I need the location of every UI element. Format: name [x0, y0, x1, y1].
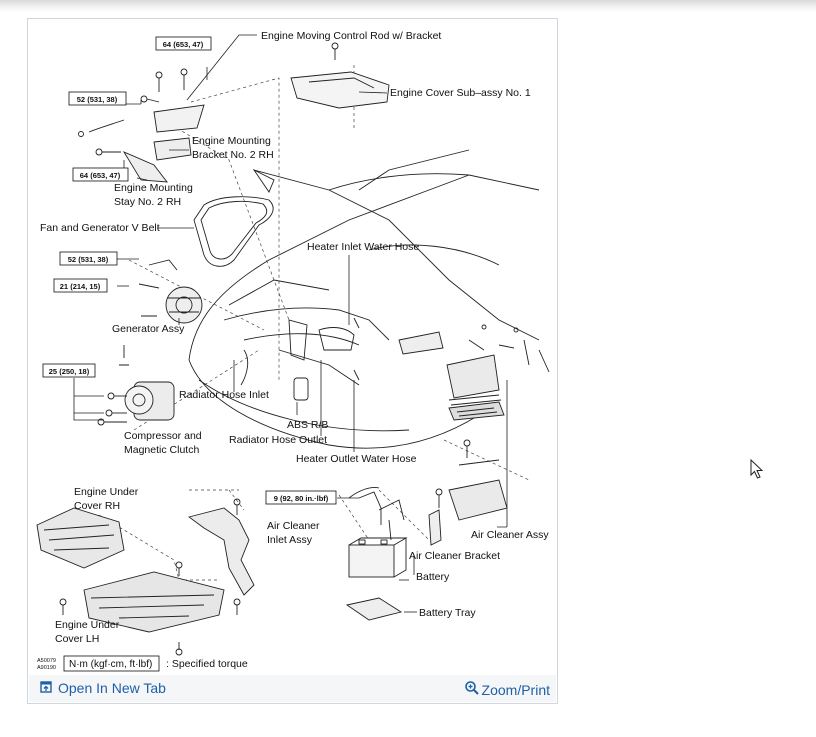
- torque-spec-25: 25 (250, 18): [49, 367, 90, 376]
- label-under-cover-lh-line1: Engine Under: [55, 619, 120, 631]
- label-under-cover-rh-line1: Engine Under: [74, 486, 139, 498]
- label-engine-moving-control-rod: Engine Moving Control Rod w/ Bracket: [261, 30, 441, 42]
- label-abs-rb: ABS R/B: [287, 419, 328, 431]
- label-air-cleaner-bracket: Air Cleaner Bracket: [409, 550, 500, 562]
- label-air-cleaner-inlet-line2: Inlet Assy: [267, 534, 313, 546]
- torque-spec-52-top: 52 (531, 38): [77, 95, 118, 104]
- label-heater-inlet-hose: Heater Inlet Water Hose: [307, 241, 419, 253]
- torque-spec-21: 21 (214, 15): [60, 282, 101, 291]
- open-in-new-tab-icon: [40, 680, 52, 696]
- label-compressor-line2: Magnetic Clutch: [124, 444, 199, 456]
- zoom-print-label: Zoom/Print: [481, 681, 550, 698]
- legend-description: : Specified torque: [166, 658, 248, 670]
- label-air-cleaner-inlet-line1: Air Cleaner: [267, 520, 320, 532]
- label-engine-cover: Engine Cover Sub–assy No. 1: [390, 87, 531, 99]
- label-compressor-line1: Compressor and: [124, 430, 202, 442]
- label-fan-belt: Fan and Generator V Belt: [40, 222, 160, 234]
- label-radiator-hose-inlet: Radiator Hose Inlet: [179, 389, 269, 401]
- figure-code-2: A90190: [37, 665, 56, 671]
- open-in-new-tab-label: Open In New Tab: [58, 680, 166, 696]
- label-generator-assy: Generator Assy: [112, 323, 185, 335]
- torque-spec-9: 9 (92, 80 in.·lbf): [274, 494, 329, 503]
- label-mounting-stay-line2: Stay No. 2 RH: [114, 196, 181, 208]
- top-toolbar-shadow: [0, 0, 816, 12]
- mouse-pointer-icon: [750, 458, 764, 486]
- open-in-new-tab-link[interactable]: Open In New Tab: [40, 680, 166, 696]
- label-battery-tray: Battery Tray: [419, 607, 476, 619]
- torque-spec-64-mid: 64 (653, 47): [80, 171, 121, 180]
- zoom-in-icon: [464, 680, 480, 699]
- torque-spec-64-top: 64 (653, 47): [163, 40, 204, 49]
- label-radiator-hose-outlet: Radiator Hose Outlet: [229, 434, 327, 446]
- figure-code-1: A50079: [37, 658, 56, 664]
- label-mounting-stay-line1: Engine Mounting: [114, 182, 193, 194]
- legend-unit: N·m (kgf·cm, ft·lbf): [69, 659, 152, 670]
- torque-spec-52-generator: 52 (531, 38): [68, 255, 109, 264]
- label-battery: Battery: [416, 571, 450, 583]
- label-heater-outlet-hose: Heater Outlet Water Hose: [296, 453, 417, 465]
- label-mounting-bracket-line2: Bracket No. 2 RH: [192, 149, 274, 161]
- label-air-cleaner-assy: Air Cleaner Assy: [471, 529, 549, 541]
- card-footer: Open In New Tab Zoom/Print: [29, 675, 556, 702]
- label-mounting-bracket-line1: Engine Mounting: [192, 135, 271, 147]
- diagram-card: 64 (653, 47) 52 (531, 38) 64 (653, 47) 5…: [27, 18, 558, 704]
- label-under-cover-lh-line2: Cover LH: [55, 633, 99, 645]
- parts-diagram[interactable]: 64 (653, 47) 52 (531, 38) 64 (653, 47) 5…: [29, 20, 556, 676]
- label-under-cover-rh-line2: Cover RH: [74, 500, 120, 512]
- zoom-print-link[interactable]: Zoom/Print: [464, 680, 550, 699]
